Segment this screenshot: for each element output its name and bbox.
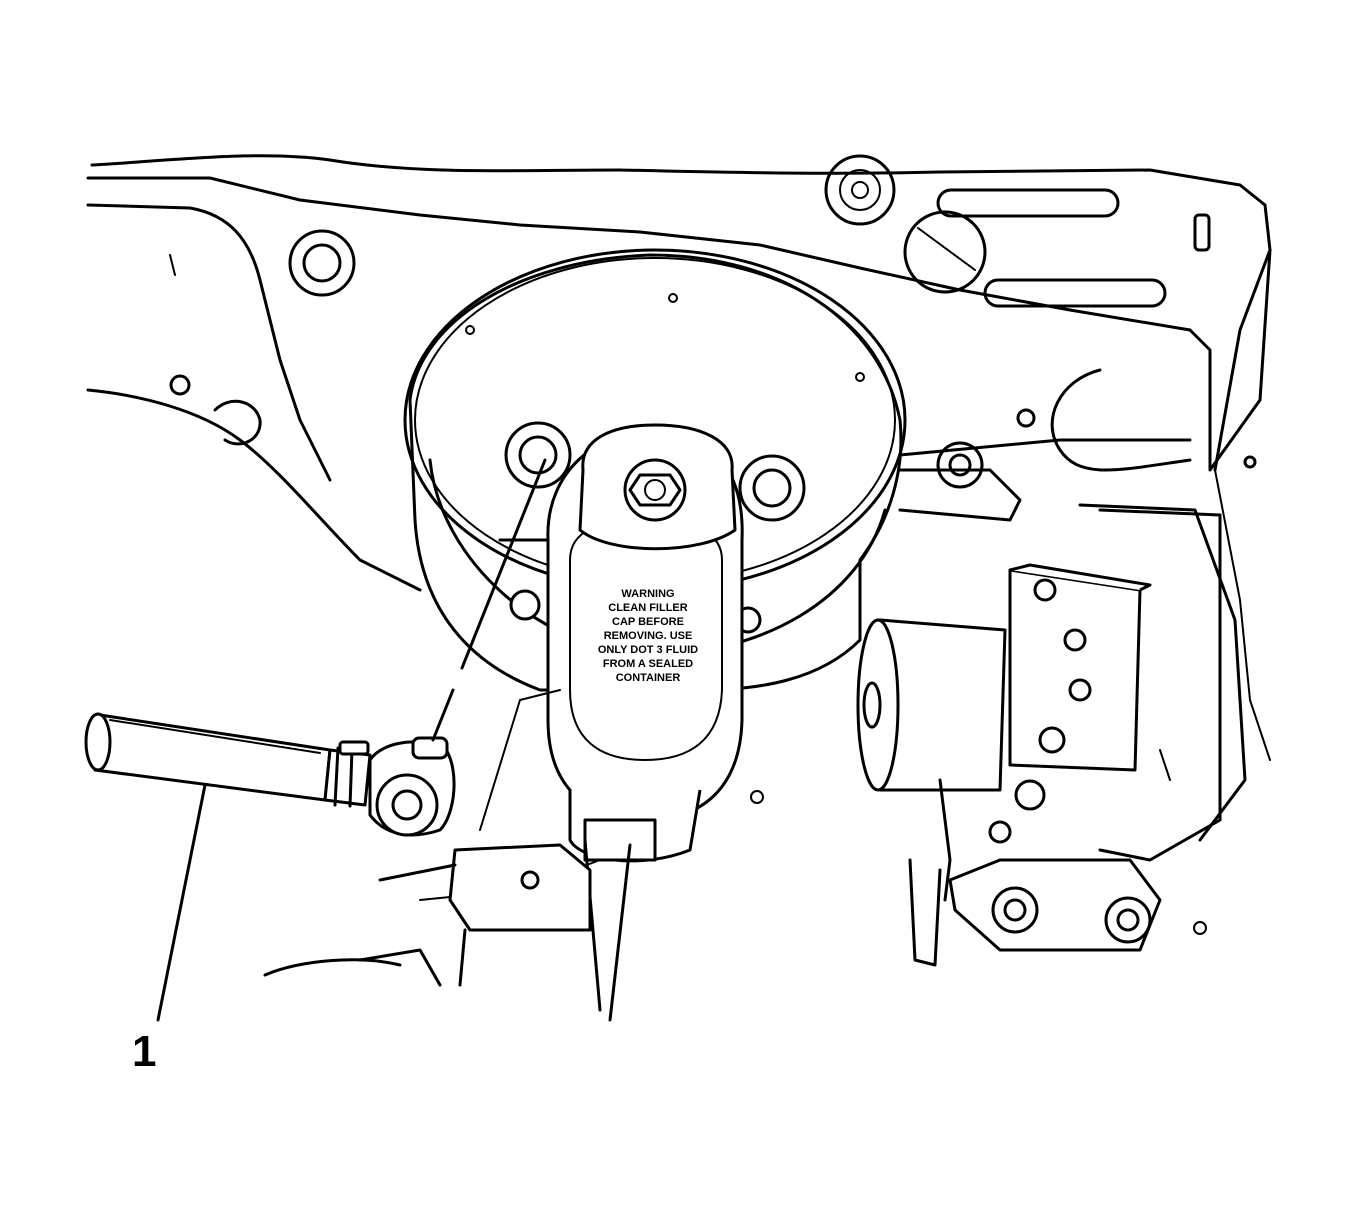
callout-1-number: 1 [132, 1027, 157, 1076]
callout-1-leader [156, 783, 207, 1022]
reservoir-warning-line-2: CLEAN FILLER [608, 602, 687, 614]
reservoir-warning-line-4: REMOVING. USE [604, 630, 693, 642]
abs-module-icon [750, 503, 1247, 967]
reservoir-warning-line-3: CAP BEFORE [612, 616, 684, 628]
alignment-line-a [431, 688, 455, 742]
alignment-line-b [460, 458, 547, 670]
fluid-reservoir-icon: WARNING CLEAN FILLER CAP BEFORE REMOVING… [546, 423, 744, 1022]
reservoir-warning-line-6: FROM A SEALED [603, 658, 693, 670]
lower-bracket [263, 689, 592, 987]
vacuum-hose-icon [84, 458, 547, 837]
reservoir-warning-line-5: ONLY DOT 3 FLUID [598, 644, 698, 656]
reservoir-warning-line-7: CONTAINER [616, 672, 681, 684]
dash-panel-structure [86, 154, 1272, 901]
reservoir-warning-line-1: WARNING [621, 588, 674, 600]
